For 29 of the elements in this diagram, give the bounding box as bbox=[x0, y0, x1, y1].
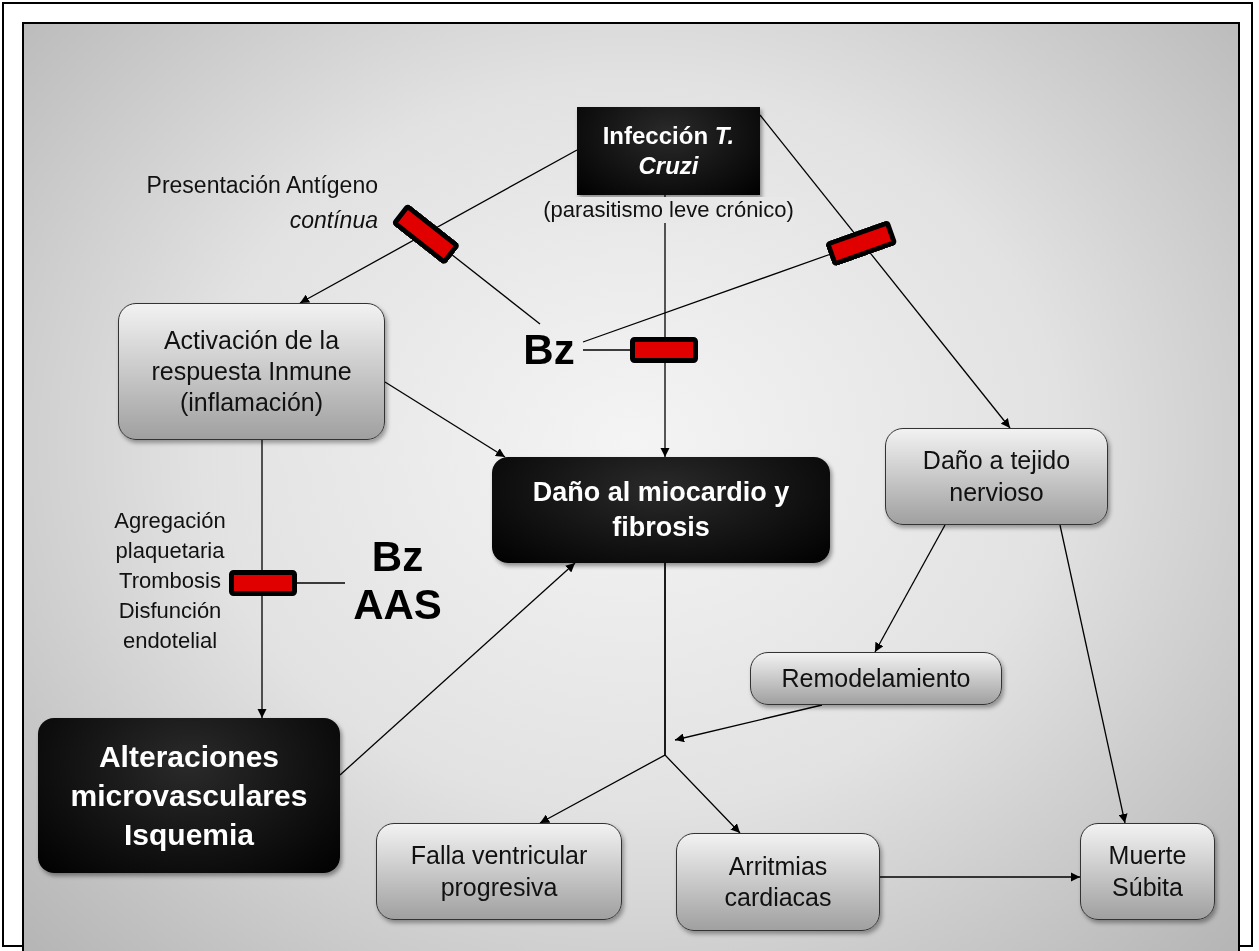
inhibitor-line bbox=[582, 337, 698, 363]
node-caption: (parasitismo leve crónico) bbox=[541, 197, 796, 224]
arrow bbox=[879, 872, 1081, 882]
annotation-text: Presentación Antígeno contínua bbox=[145, 171, 378, 235]
arrow bbox=[257, 439, 267, 719]
process-box: Arritmias cardiacas bbox=[676, 833, 880, 931]
arrow bbox=[674, 704, 823, 743]
highlight-box: Daño al miocardio y fibrosis bbox=[492, 457, 830, 563]
arrow bbox=[384, 381, 506, 458]
annotation-text: Agregación plaquetaria Trombosis Disfunción endotelial bbox=[113, 507, 227, 655]
inhibitor-line bbox=[582, 220, 897, 343]
drug-label: Bz bbox=[515, 324, 583, 376]
process-box: Daño a tejido nervioso bbox=[885, 428, 1108, 525]
process-box: Falla ventricular progresiva bbox=[376, 823, 622, 920]
drug-label: Bz AAS bbox=[345, 525, 450, 637]
arrow bbox=[1059, 524, 1128, 824]
inhibitor-line bbox=[229, 570, 346, 596]
arrow bbox=[660, 194, 670, 458]
arrow bbox=[339, 562, 576, 776]
process-box: Muerte Súbita bbox=[1080, 823, 1215, 920]
arrow bbox=[299, 149, 578, 304]
arrow bbox=[664, 562, 741, 834]
process-box: Remodelamiento bbox=[750, 652, 1002, 705]
arrow bbox=[759, 114, 1011, 429]
title-box: Infección T. Cruzi bbox=[577, 107, 760, 195]
arrow bbox=[874, 524, 946, 653]
inhibitor-line bbox=[392, 204, 541, 325]
process-box: Activación de la respuesta Inmune (inflamación) bbox=[118, 303, 385, 440]
highlight-box: Alteraciones microvasculares Isquemia bbox=[38, 718, 340, 873]
